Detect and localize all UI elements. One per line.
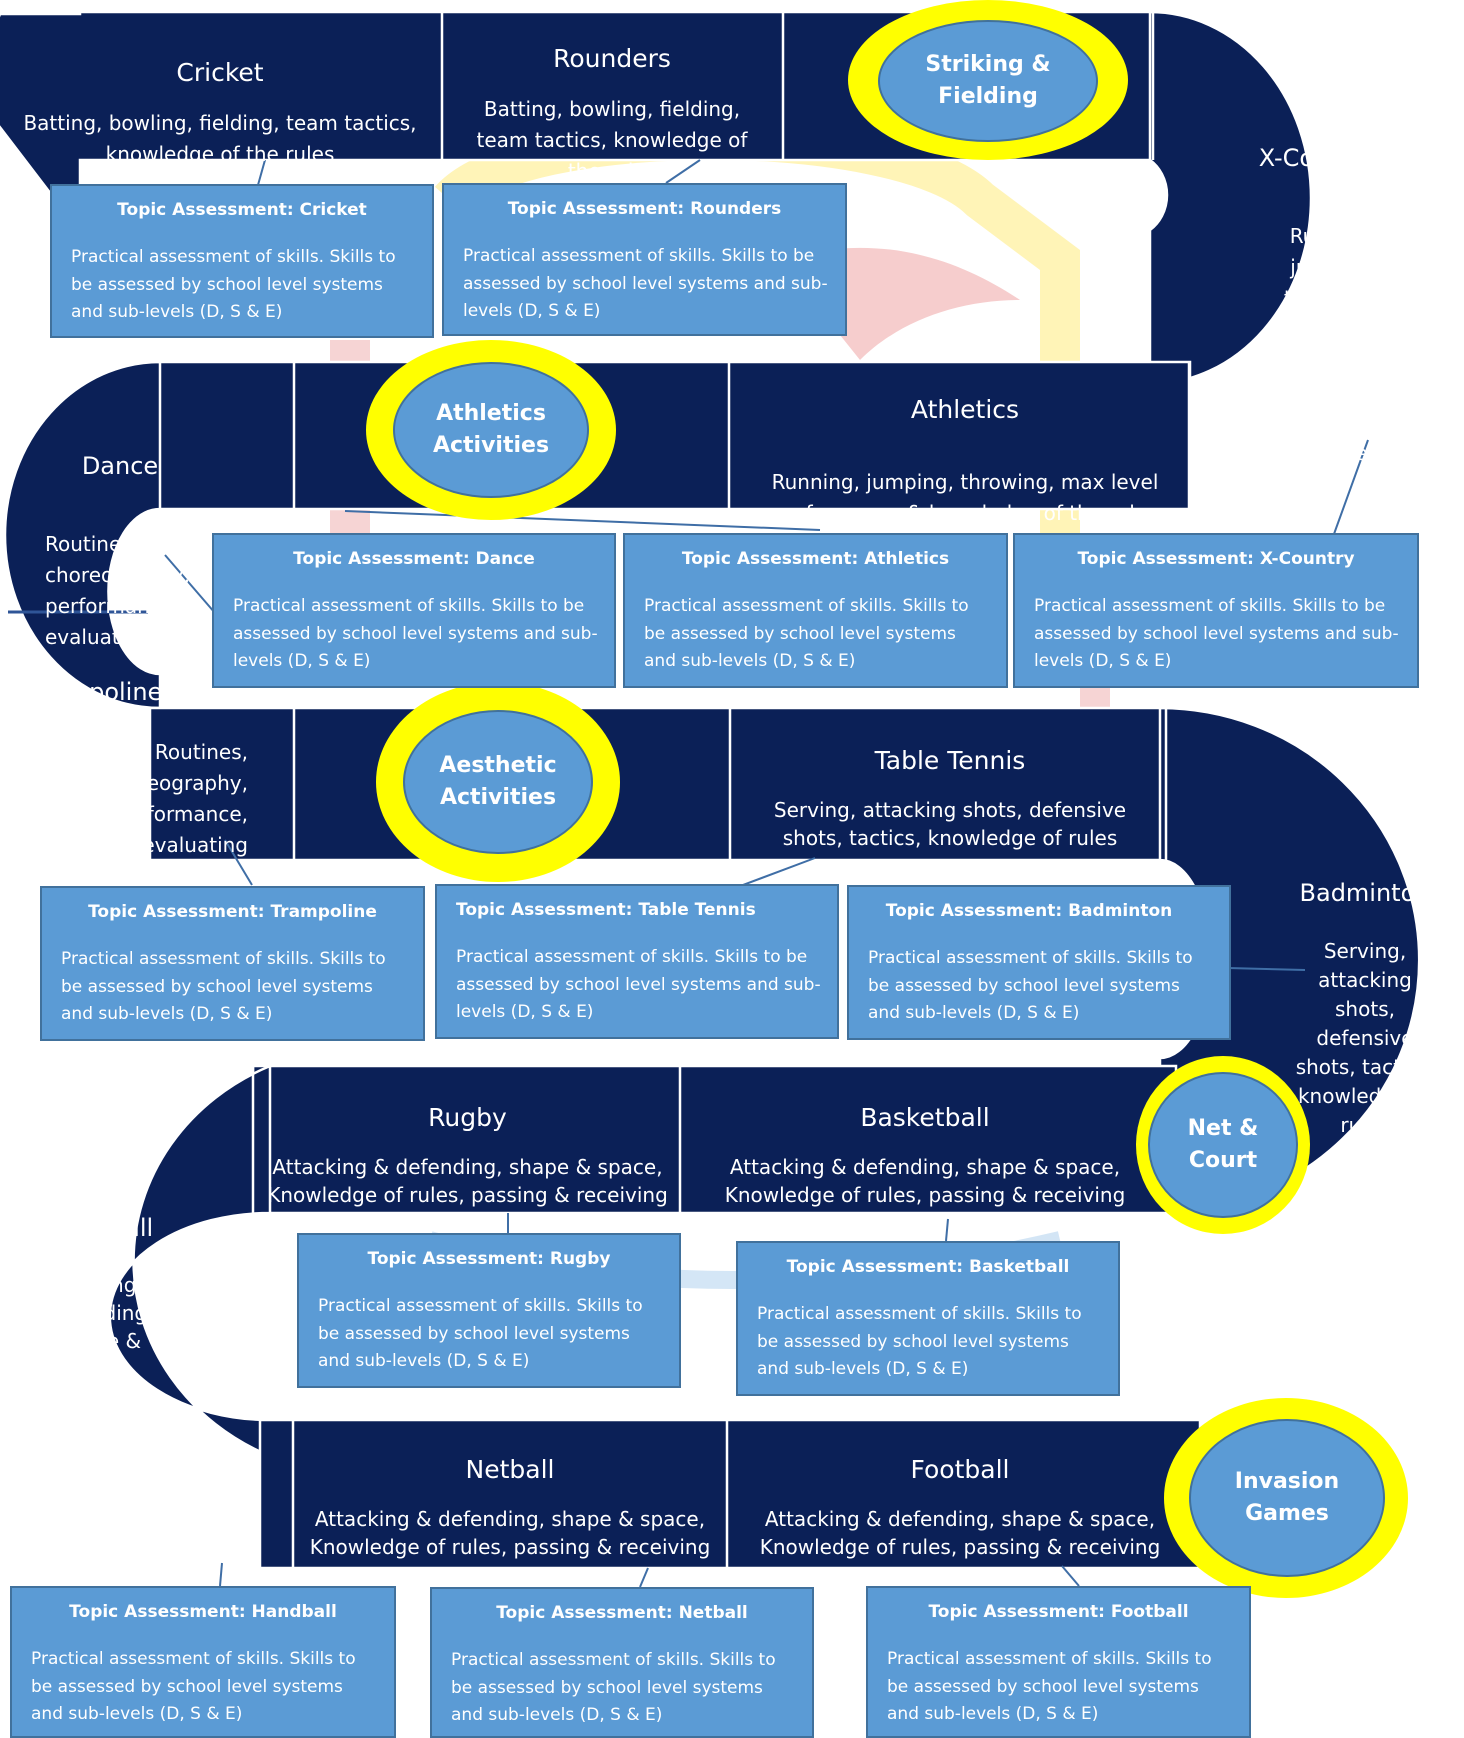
assessment-box-football: Topic Assessment: Football Practical ass… — [866, 1586, 1251, 1738]
assessment-title: Topic Assessment: Athletics — [681, 549, 950, 569]
activity-badminton: Badminton Serving, attacking shots, defe… — [1290, 850, 1440, 1140]
assessment-body: Practical assessment of skills. Skills t… — [757, 1304, 1082, 1380]
activity-netball: Netball Attacking & defending, shape & s… — [295, 1435, 725, 1581]
assessment-body: Practical assessment of skills. Skills t… — [71, 247, 396, 323]
assessment-box-trampoline: Topic Assessment: Trampoline Practical a… — [40, 886, 425, 1041]
activity-basketball: Basketball Attacking & defending, shape … — [700, 1083, 1150, 1229]
assessment-body: Practical assessment of skills. Skills t… — [868, 948, 1193, 1024]
activity-title: Trampoline — [30, 678, 163, 706]
assessment-title: Topic Assessment: Rounders — [507, 199, 782, 219]
activity-handball: Handball Attacking & defending, shape & … — [30, 1186, 170, 1495]
activity-title: Dance — [81, 452, 159, 480]
category-label-invasion-games: Invasion Games — [1189, 1419, 1385, 1577]
activity-dance: Dance Routines, choreography, performanc… — [45, 420, 205, 653]
assessment-box-dance: Topic Assessment: Dance Practical assess… — [212, 533, 616, 688]
activity-title: Badminton — [1299, 879, 1431, 907]
assessment-title: Topic Assessment: Basketball — [786, 1257, 1070, 1277]
activity-description: Attacking & defending, shape & space, Kn… — [267, 1154, 668, 1207]
activity-description: Routines, choreography, performance, eva… — [103, 740, 248, 857]
assessment-body: Practical assessment of skills. Skills t… — [456, 947, 821, 1023]
category-label-striking-fielding: Striking & Fielding — [878, 20, 1098, 142]
activity-trampoline-desc: Routines, choreography, performance, eva… — [70, 706, 248, 861]
assessment-box-table-tennis: Topic Assessment: Table Tennis Practical… — [435, 884, 839, 1039]
activity-title: Basketball — [860, 1102, 990, 1132]
assessment-body: Practical assessment of skills. Skills t… — [318, 1296, 643, 1372]
activity-trampoline: Trampoline — [30, 646, 250, 739]
activity-cricket: Cricket Batting, bowling, fielding, team… — [20, 38, 420, 189]
activity-title: Table Tennis — [874, 745, 1026, 775]
assessment-box-badminton: Topic Assessment: Badminton Practical as… — [847, 885, 1231, 1040]
category-label-athletics-activities: Athletics Activities — [393, 362, 589, 498]
assessment-box-athletics: Topic Assessment: Athletics Practical as… — [623, 533, 1008, 688]
assessment-body: Practical assessment of skills. Skills t… — [887, 1649, 1212, 1725]
category-ring-invasion-games: Invasion Games — [1164, 1398, 1408, 1598]
activity-title: Rounders — [553, 43, 671, 73]
category-ring-aesthetic-activities: Aesthetic Activities — [376, 682, 620, 882]
activity-xcountry: X-Country Running, jumping, throwing, ma… — [1248, 112, 1378, 469]
assessment-title: Topic Assessment: Dance — [293, 549, 535, 569]
activity-description: Batting, bowling, fielding, team tactics… — [476, 96, 748, 183]
assessment-box-handball: Topic Assessment: Handball Practical ass… — [10, 1586, 396, 1738]
activity-description: Attacking & defending, shape & space, Kn… — [41, 1272, 159, 1493]
assessment-box-rugby: Topic Assessment: Rugby Practical assess… — [297, 1233, 681, 1388]
activity-rugby: Rugby Attacking & defending, shape & spa… — [255, 1083, 680, 1229]
assessment-title: Topic Assessment: Badminton — [885, 901, 1173, 921]
activity-title: Athletics — [910, 394, 1020, 424]
activity-description: Serving, attacking shots, defensive shot… — [773, 797, 1127, 850]
assessment-title: Topic Assessment: Cricket — [117, 200, 367, 220]
activity-rounders: Rounders Batting, bowling, fielding, tea… — [452, 24, 772, 206]
assessment-title: Topic Assessment: Rugby — [367, 1249, 611, 1269]
assessment-box-basketball: Topic Assessment: Basketball Practical a… — [736, 1241, 1120, 1396]
assessment-body: Practical assessment of skills. Skills t… — [233, 596, 598, 672]
road-body — [0, 10, 1421, 1570]
activity-table-tennis: Table Tennis Serving, attacking shots, d… — [735, 726, 1165, 872]
assessment-title: Topic Assessment: Trampoline — [88, 902, 377, 922]
activity-title: Cricket — [176, 57, 264, 87]
assessment-box-rounders: Topic Assessment: Rounders Practical ass… — [442, 183, 847, 336]
assessment-title: Topic Assessment: X-Country — [1077, 549, 1355, 569]
activity-description: Serving, attacking shots, defensive shot… — [1295, 938, 1435, 1137]
activity-description: Routines, choreography, performance eval… — [45, 532, 190, 650]
assessment-body: Practical assessment of skills. Skills t… — [1034, 596, 1399, 672]
assessment-body: Practical assessment of skills. Skills t… — [463, 246, 828, 322]
assessment-title: Topic Assessment: Handball — [69, 1602, 337, 1622]
activity-title: Handball — [46, 1214, 154, 1242]
assessment-body: Practical assessment of skills. Skills t… — [31, 1649, 356, 1725]
assessment-title: Topic Assessment: Table Tennis — [456, 900, 756, 920]
assessment-box-cricket: Topic Assessment: Cricket Practical asse… — [50, 184, 434, 338]
assessment-title: Topic Assessment: Netball — [496, 1603, 748, 1623]
activity-football: Football Attacking & defending, shape & … — [740, 1435, 1180, 1581]
activity-description: Running, jumping, throwing, max level pe… — [771, 469, 1159, 525]
activity-description: Batting, bowling, fielding, team tactics… — [23, 110, 417, 166]
assessment-body: Practical assessment of skills. Skills t… — [61, 949, 386, 1025]
activity-description: Attacking & defending, shape & space, Kn… — [759, 1506, 1161, 1559]
assessment-title: Topic Assessment: Football — [928, 1602, 1189, 1622]
category-ring-athletics-activities: Athletics Activities — [366, 340, 616, 520]
activity-title: X-Country — [1258, 144, 1378, 172]
activity-title: Netball — [465, 1454, 555, 1484]
activity-description: Attacking & defending, shape & space, Kn… — [724, 1154, 1126, 1207]
activity-title: Football — [910, 1454, 1010, 1484]
activity-description: Running, jumping, throwing, max level pe… — [1249, 224, 1378, 466]
road-dividers — [251, 12, 1191, 1568]
category-ring-striking-fielding: Striking & Fielding — [848, 0, 1128, 160]
category-ring-net-court: Net & Court — [1136, 1056, 1310, 1234]
category-label-net-court: Net & Court — [1148, 1072, 1298, 1218]
assessment-body: Practical assessment of skills. Skills t… — [451, 1650, 776, 1726]
activity-description: Attacking & defending, shape & space, Kn… — [309, 1506, 711, 1559]
assessment-box-netball: Topic Assessment: Netball Practical asse… — [430, 1587, 814, 1738]
assessment-box-xcountry: Topic Assessment: X-Country Practical as… — [1013, 533, 1419, 688]
activity-athletics: Athletics Running, jumping, throwing, ma… — [740, 375, 1190, 548]
category-label-aesthetic-activities: Aesthetic Activities — [403, 710, 593, 854]
activity-title: Rugby — [428, 1102, 507, 1132]
assessment-body: Practical assessment of skills. Skills t… — [644, 596, 969, 672]
